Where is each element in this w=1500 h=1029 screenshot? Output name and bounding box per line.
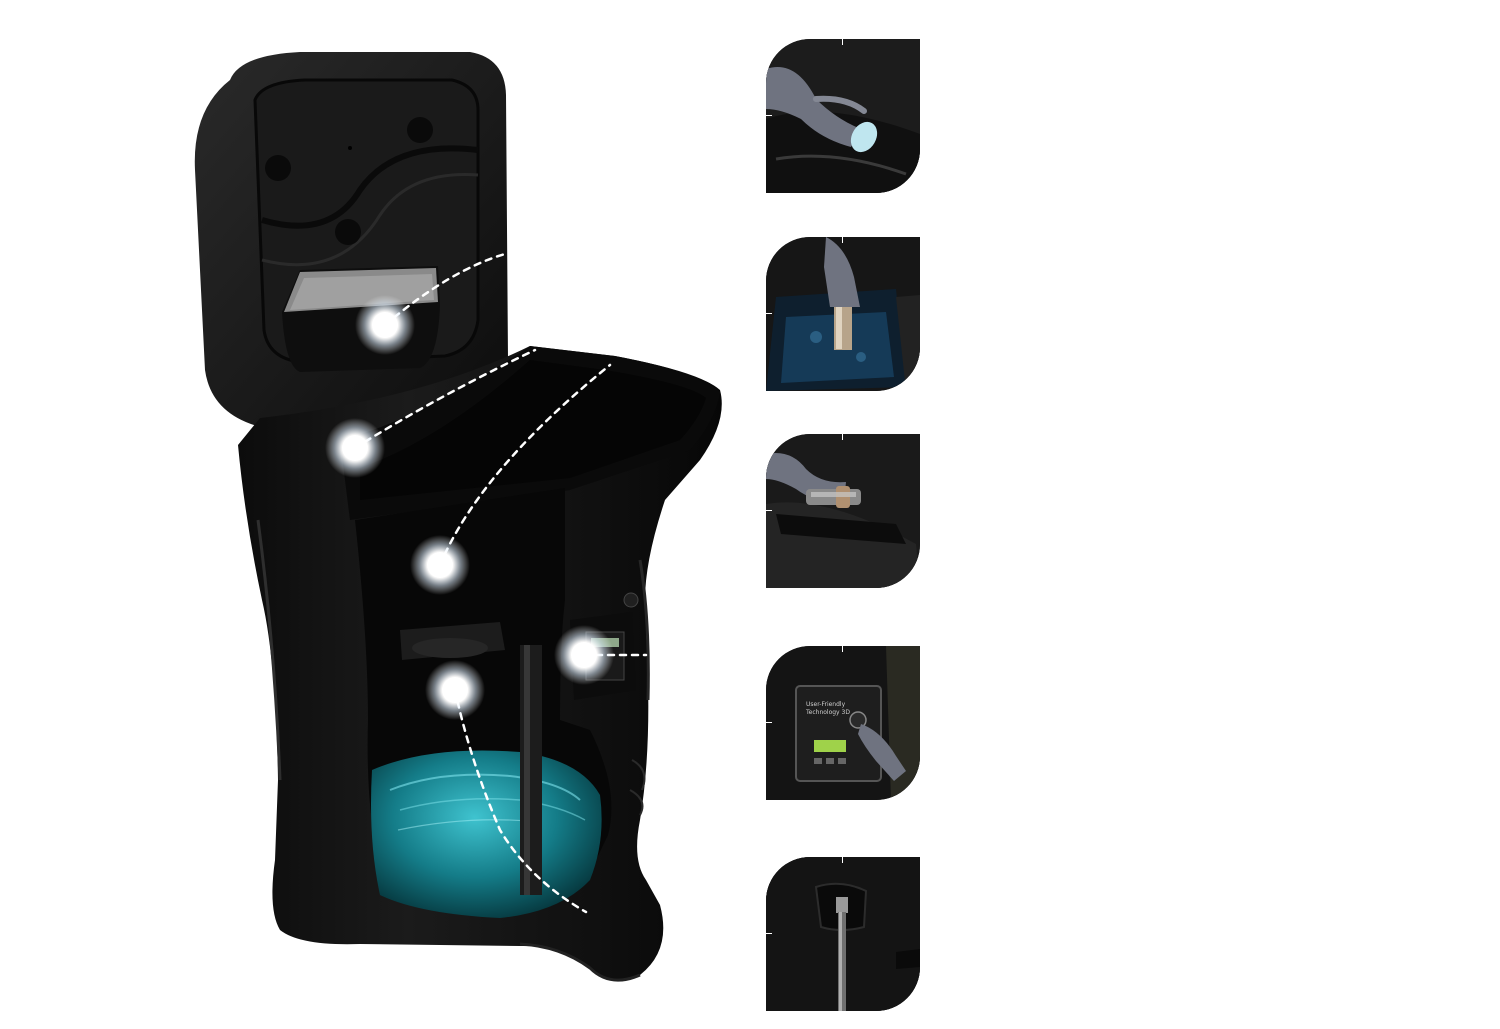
thumbnail-tick [842, 646, 843, 652]
glow-dot-icon [427, 552, 453, 578]
hotspots [325, 295, 614, 720]
thumbnail-tick [842, 39, 843, 45]
thumbnail-salt-tablet[interactable] [766, 39, 920, 193]
gloved-hand-valve-icon [766, 434, 920, 588]
thumbnail-valve-fitting[interactable] [766, 434, 920, 588]
hotspot-2[interactable] [325, 418, 385, 478]
gloved-hand-cartridge-icon [766, 237, 920, 391]
unit-body [238, 346, 722, 982]
thumbnail-tick [842, 857, 843, 863]
panel-brand-line1: User-Friendly [806, 701, 846, 708]
lid [194, 52, 520, 430]
thumbnail-tick [842, 434, 843, 440]
thumbnail-tick [766, 510, 772, 511]
glow-dot-icon [372, 312, 398, 338]
thumbnail-tick [842, 237, 843, 243]
drain-hose-icon [766, 857, 920, 1011]
thumbnail-control-panel[interactable]: User-Friendly Technology 3D [766, 646, 920, 800]
glow-dot-icon [342, 435, 368, 461]
glow-dot-icon [442, 677, 468, 703]
thumbnail-resin-cartridge[interactable] [766, 237, 920, 391]
hotspot-4[interactable] [554, 625, 614, 685]
hotspot-5[interactable] [425, 660, 485, 720]
control-panel-icon: User-Friendly Technology 3D [766, 646, 920, 800]
gloved-hand-tablet-icon [766, 39, 920, 193]
thumbnail-tick [766, 313, 772, 314]
hotspot-1[interactable] [355, 295, 415, 355]
hotspot-3[interactable] [410, 535, 470, 595]
panel-brand-line2: Technology 3D [805, 709, 850, 716]
glow-dot-icon [571, 642, 597, 668]
thumbnail-tick [766, 722, 772, 723]
thumbnail-tick [766, 115, 772, 116]
thumbnail-drain-outlet[interactable] [766, 857, 920, 1011]
thumbnail-tick [766, 933, 772, 934]
